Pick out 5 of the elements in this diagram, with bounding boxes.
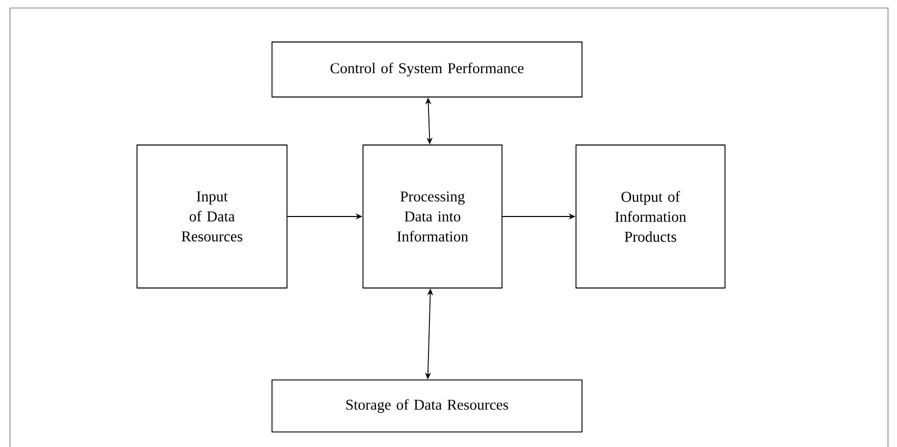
process-box: Input of Data Resources [136,144,288,288]
process-box: Control of System Performance [272,42,582,98]
process-box: Storage of Data Resources [272,380,582,432]
process-box: Output of Information Products [576,144,726,288]
process-box: Processing Data into Information [362,144,502,288]
